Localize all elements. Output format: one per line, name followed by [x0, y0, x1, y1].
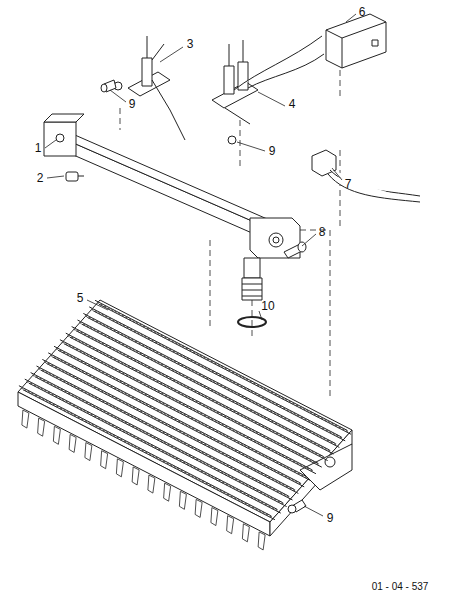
callout-number: 6 [359, 6, 366, 18]
callout-number: 9 [129, 98, 136, 110]
callout-number: 9 [269, 145, 276, 157]
burner-fin [22, 410, 265, 550]
screw [284, 242, 306, 258]
callout-number: 2 [37, 172, 44, 184]
callout-number: 10 [261, 300, 274, 312]
callout-number: 7 [345, 178, 352, 190]
gas-manifold [44, 114, 300, 300]
burner-body [18, 300, 352, 536]
ignition-module [326, 14, 386, 68]
callout-number: 9 [327, 512, 334, 524]
burner-rail [19, 300, 351, 519]
callout-number: 1 [35, 142, 42, 154]
callout-number: 5 [77, 292, 84, 304]
screw [288, 500, 306, 513]
callout-number: 3 [187, 38, 194, 50]
drawing-reference: 01 - 04 - 537 [372, 582, 429, 592]
ignition-electrode [114, 36, 185, 140]
injector-nozzle [66, 172, 84, 181]
screw [101, 80, 116, 92]
sensor-connector [312, 150, 420, 202]
leader-line [45, 14, 356, 516]
callout-number: 4 [289, 98, 296, 110]
callout-number: 8 [319, 226, 326, 238]
ionisation-electrode [212, 36, 324, 144]
